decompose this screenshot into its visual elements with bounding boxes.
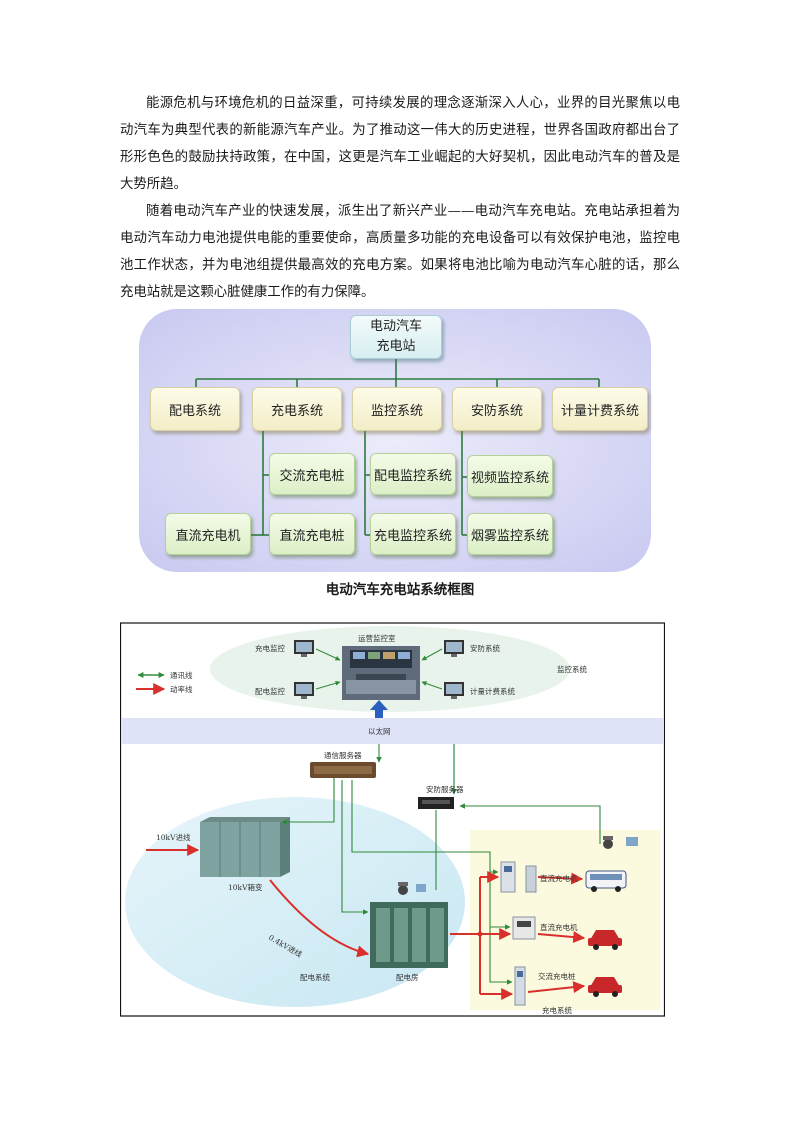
label-ac-pile: 交流充电桩 xyxy=(538,972,576,981)
monitor-icon-charge xyxy=(294,640,314,657)
camera-icon-charge xyxy=(603,836,638,849)
ethernet-arrow-up xyxy=(370,700,388,718)
org-connectors xyxy=(195,359,600,536)
label-monitoring-zone: 监控系统 xyxy=(557,665,587,674)
diagram-caption: 电动汽车充电站系统框图 xyxy=(325,582,475,598)
label-ethernet: 以太网 xyxy=(368,727,391,736)
label-ops-room: 运营监控室 xyxy=(358,634,396,643)
label-security-server: 安防服务器 xyxy=(426,785,464,794)
label-dc-charger-1: 直流充电机 xyxy=(540,874,578,883)
operations-room-image xyxy=(342,646,420,700)
monitor-icon-security xyxy=(444,640,464,657)
ethernet-band xyxy=(121,718,664,744)
org-node-dist-monitor: 配电监控系统 xyxy=(370,453,456,495)
label-transformer: 10kV箱变 xyxy=(228,883,263,892)
org-node-security: 安防系统 xyxy=(452,387,542,431)
label-billing-system: 计量计费系统 xyxy=(470,687,515,696)
car-icon-1 xyxy=(588,930,622,950)
system-block-diagram: 电动汽车 充电站 配电系统 充电系统 监控系统 安防系统 计量计费系统 交流充电… xyxy=(139,309,651,572)
label-distribution-zone: 配电系统 xyxy=(300,973,330,982)
org-root-node: 电动汽车 充电站 xyxy=(350,315,442,359)
org-node-dc-pile: 直流充电桩 xyxy=(269,513,355,555)
monitor-icon-dist xyxy=(294,682,314,699)
intro-paragraph-1: 能源危机与环境危机的日益深重，可持续发展的理念逐渐深入人心，业界的目光聚焦以电动… xyxy=(120,96,680,192)
monitor-icon-billing xyxy=(444,682,464,699)
system-architecture-diagram: 充电监控 配电监控 运营监控室 安防系统 计量计费系统 监控系统 通讯线 动率线… xyxy=(120,622,665,1017)
org-node-distribution: 配电系统 xyxy=(150,387,240,431)
label-comm-server: 通信服务器 xyxy=(324,751,362,760)
ac-charging-pile xyxy=(514,966,526,1006)
intro-paragraph-2: 随着电动汽车产业的快速发展，派生出了新兴产业——电动汽车充电站。充电站承担着为电… xyxy=(120,204,680,300)
org-node-charge-monitor: 充电监控系统 xyxy=(370,513,456,555)
comm-server-device xyxy=(310,762,376,778)
org-node-charging: 充电系统 xyxy=(252,387,342,431)
label-dc-charger-2: 直流充电机 xyxy=(540,923,578,932)
org-node-video-monitor: 视频监控系统 xyxy=(467,455,553,497)
architecture-graphics xyxy=(120,622,665,1017)
bus-icon xyxy=(585,870,627,892)
legend-comm-line: 通讯线 xyxy=(170,671,193,680)
org-node-billing: 计量计费系统 xyxy=(552,387,648,431)
org-root-line1: 电动汽车 xyxy=(369,319,422,334)
dc-charger-cabinet-1 xyxy=(500,861,537,893)
dc-charger-cabinet-2 xyxy=(512,916,536,940)
org-root-line2: 充电站 xyxy=(376,339,416,354)
label-distribution-room: 配电房 xyxy=(396,973,419,982)
org-node-smoke-monitor: 烟雾监控系统 xyxy=(467,513,553,555)
charging-zone xyxy=(470,830,660,1010)
label-security-system: 安防系统 xyxy=(470,644,500,653)
transformer-box xyxy=(200,817,290,877)
label-incoming-line: 10kV进线 xyxy=(156,833,191,842)
camera-icon-dist xyxy=(398,882,426,895)
org-node-monitoring: 监控系统 xyxy=(352,387,442,431)
label-charge-monitor: 充电监控 xyxy=(255,644,285,653)
legend-power-line: 动率线 xyxy=(170,685,193,694)
label-charging-zone: 充电系统 xyxy=(542,1006,572,1015)
security-server-device xyxy=(418,797,454,809)
org-node-dc-charger: 直流充电机 xyxy=(165,513,251,555)
label-dist-monitor: 配电监控 xyxy=(255,687,285,696)
org-chart-background xyxy=(139,309,651,572)
org-node-ac-pile: 交流充电桩 xyxy=(269,453,355,495)
car-icon-2 xyxy=(588,977,622,997)
distribution-room-image xyxy=(370,902,448,968)
